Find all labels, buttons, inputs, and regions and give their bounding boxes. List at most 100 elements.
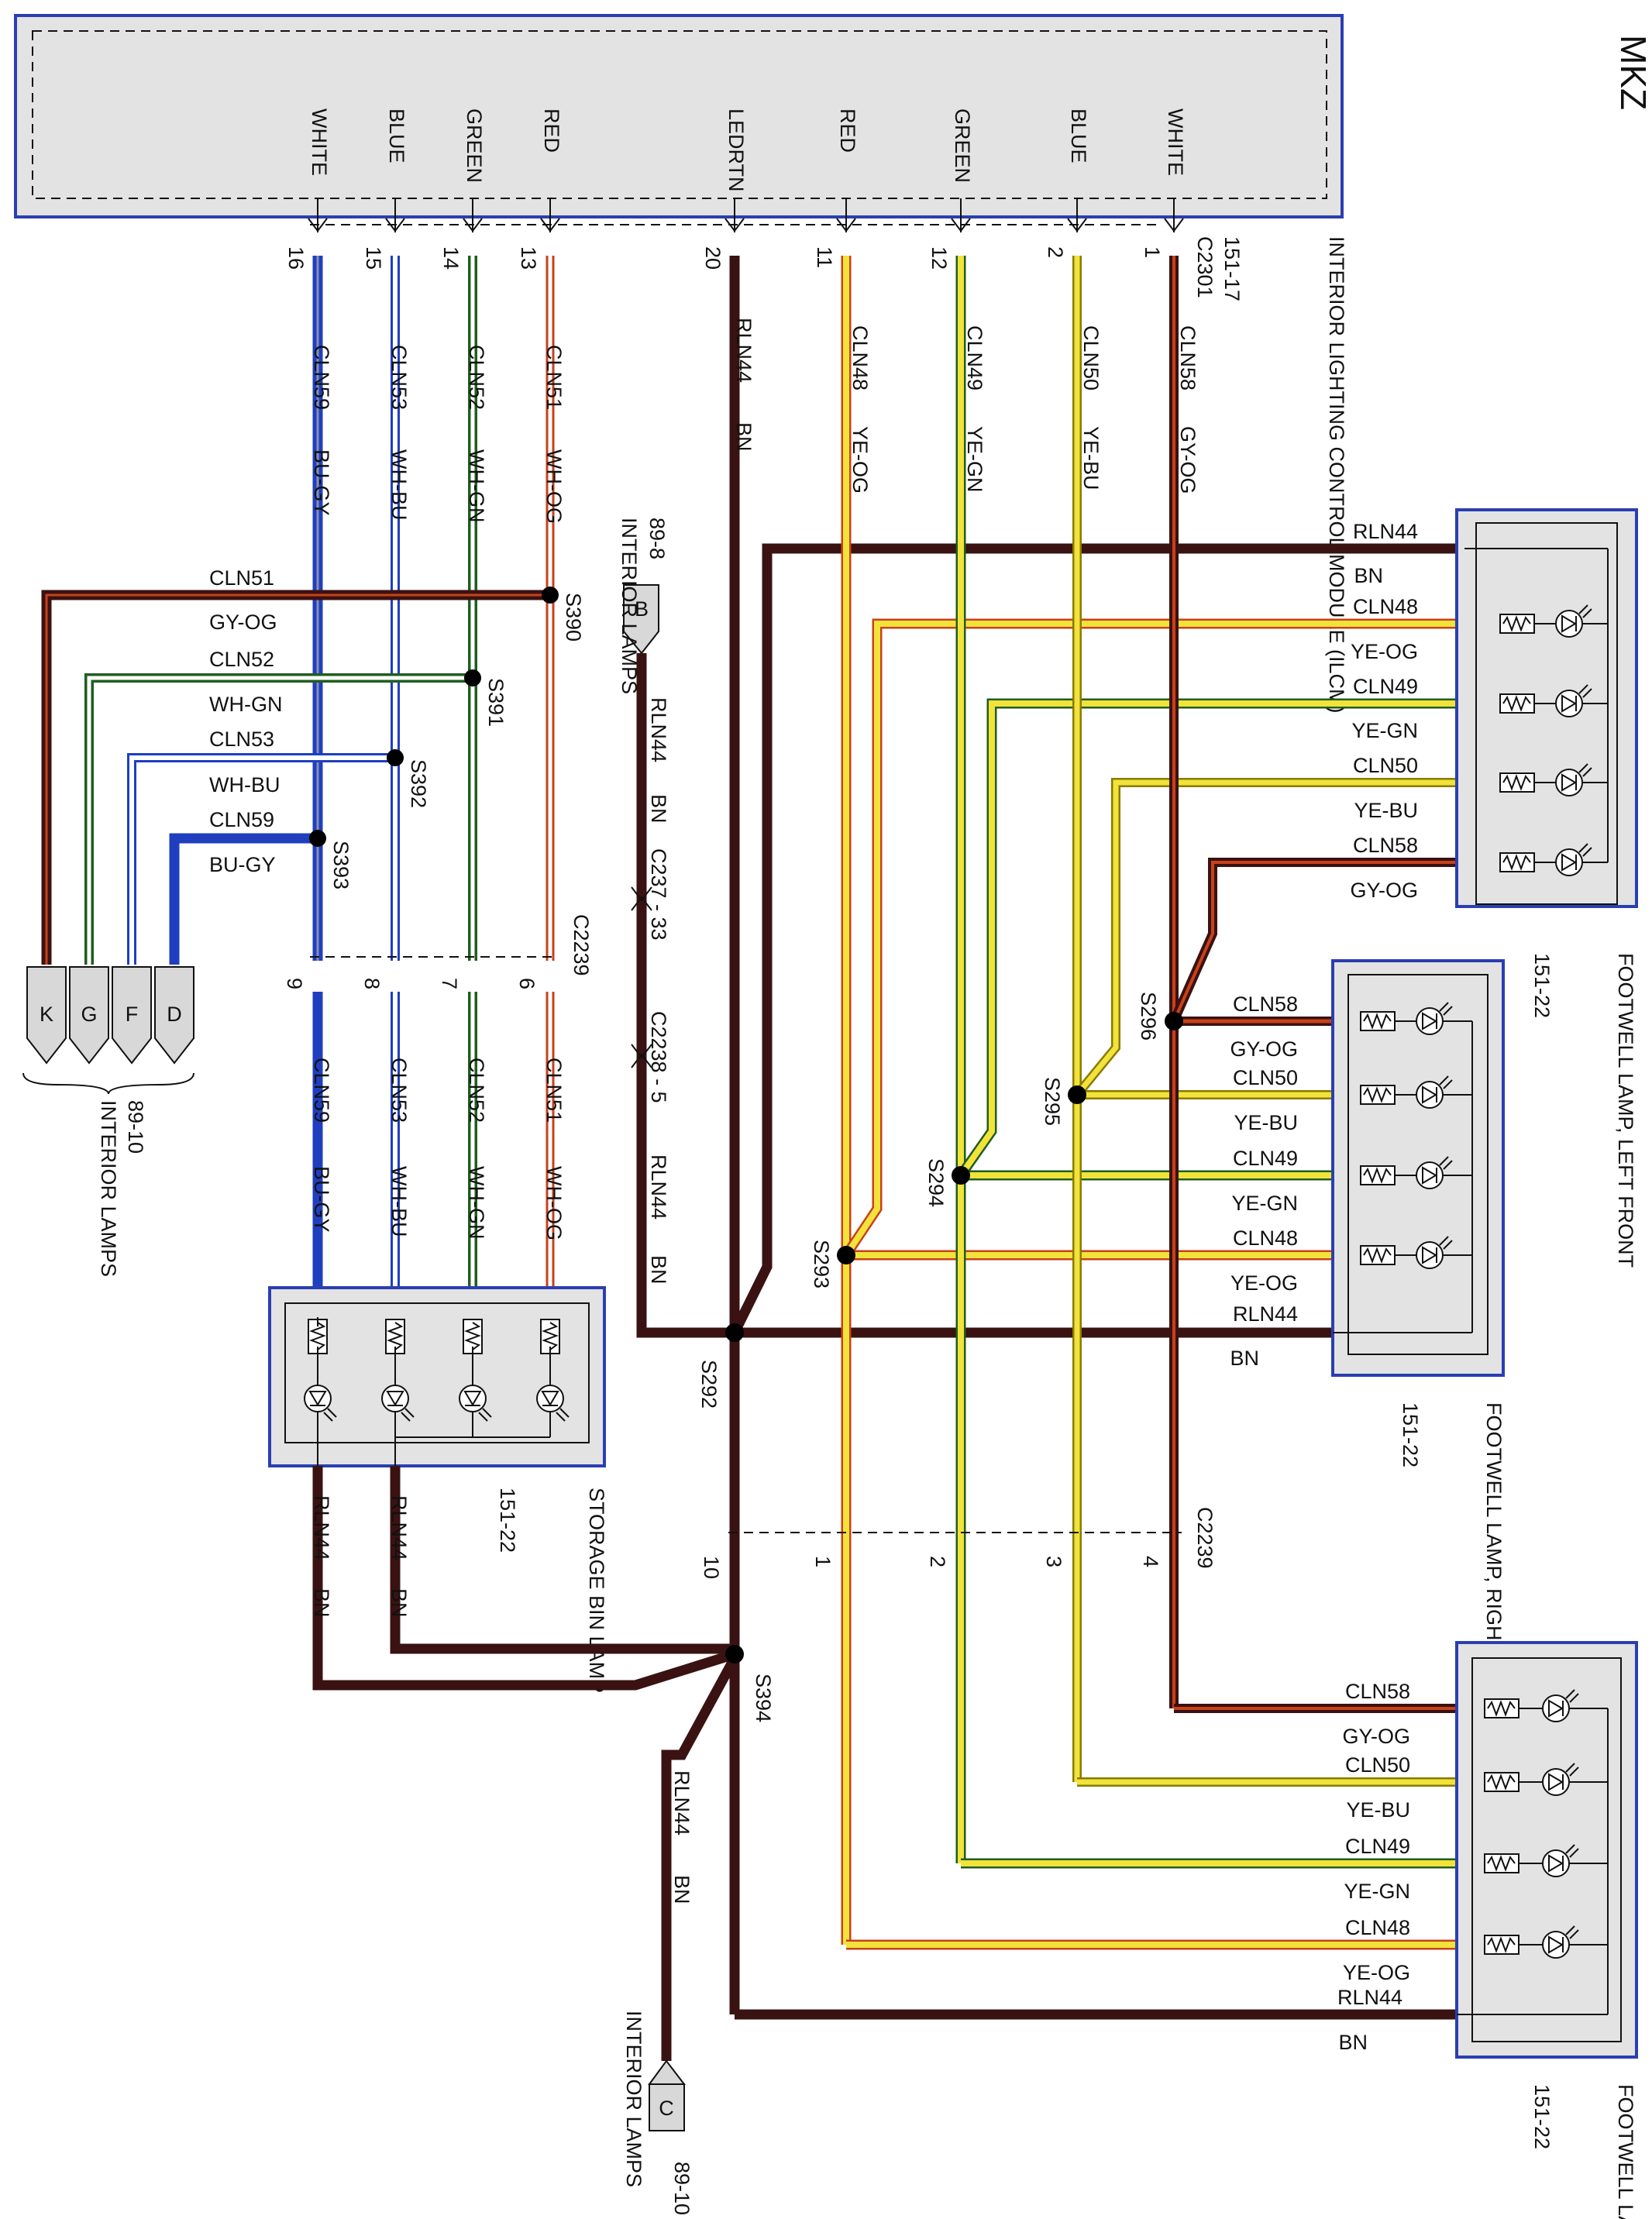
ilcm-pin-number-6: 12 bbox=[928, 246, 951, 270]
rear-wire3-color: YE-GN bbox=[1344, 1880, 1410, 1903]
fr-wire4-color: YE-OG bbox=[1230, 1271, 1298, 1295]
rear-wire4-circuit: CLN48 bbox=[1345, 1916, 1410, 1939]
storage-bin-name: STORAGE BIN LAMP bbox=[585, 1488, 608, 1693]
ilcm-pin-arrow-4 bbox=[724, 218, 745, 232]
ilcm-pin-number-8: 1 bbox=[1141, 246, 1164, 258]
w14-circuit-upper: CLN52 bbox=[465, 345, 488, 410]
footwell-lamp-left-front: RLN44 BN CLN48 YE-OG CLN49 YE-GN CLN50 Y… bbox=[1350, 508, 1638, 1268]
rln44-trunk: RLN44 BN S292 S394 RLN44 BN bbox=[661, 256, 1464, 2061]
footwell-rear-name: FOOTWELL LAMP, REAR bbox=[1614, 2084, 1637, 2219]
w13-circuit-upper: CLN51 bbox=[542, 345, 566, 410]
w16-circuit-lower: CLN59 bbox=[310, 1058, 333, 1123]
label-s392: S392 bbox=[407, 759, 430, 808]
fl-wire2-color: YE-OG bbox=[1351, 640, 1418, 663]
ilcm-pin-label-7: BLUE bbox=[1067, 108, 1090, 163]
w15-color-upper: WH-BU bbox=[387, 449, 411, 520]
c2239-left-label: C2239 bbox=[570, 914, 593, 976]
fl-wire4-circuit: CLN50 bbox=[1353, 754, 1418, 777]
fr-wire2-circuit: CLN50 bbox=[1233, 1066, 1298, 1089]
w14-color-lower: WH-GN bbox=[465, 1166, 488, 1239]
c2238-label: C2238 - 5 bbox=[647, 1011, 670, 1103]
label-s293: S293 bbox=[810, 1240, 833, 1288]
w11-circuit: CLN48 bbox=[848, 325, 872, 390]
w15-color-lower: WH-BU bbox=[387, 1166, 411, 1237]
ilcm-inner-dashed bbox=[32, 30, 1327, 199]
ilcm-pin-arrow-7 bbox=[1067, 218, 1087, 232]
footwell-lamp-rear: CLN58 GY-OG CLN50 YE-BU CLN49 YE-GN CLN4… bbox=[1337, 1641, 1638, 2219]
rear-wire5-circuit: RLN44 bbox=[1337, 1986, 1402, 2009]
rear-wire2-circuit: CLN50 bbox=[1345, 1753, 1410, 1777]
left-splices: S390 S391 S392 S393 bbox=[309, 587, 585, 889]
interior-lamps-left-name: INTERIOR LAMPS bbox=[97, 1100, 120, 1277]
ilcm-pin-number-4: 20 bbox=[701, 246, 724, 270]
branch-cln59-color: BU-GY bbox=[209, 853, 276, 876]
interior-lamps-89-8: B 89-8 INTERIOR LAMPS RLN44 BN C237 - 33… bbox=[618, 518, 735, 1338]
splice-s392 bbox=[387, 749, 404, 766]
right-wire-group: S293 S294 S295 S296 CLN48 YE-OG CLN49 YE… bbox=[810, 256, 1457, 1950]
c-wire-circuit: RLN44 bbox=[670, 1770, 693, 1835]
interior-lamps-c-ref: 89-10 bbox=[670, 2162, 693, 2215]
c2239-right-label: C2239 bbox=[1193, 1507, 1217, 1569]
ilcm-pin-arrow-8 bbox=[1164, 218, 1184, 232]
splice-s294 bbox=[952, 1166, 970, 1185]
sb-ground-2-circuit: RLN44 bbox=[387, 1495, 411, 1560]
left-wire-group bbox=[312, 256, 555, 1302]
splice-s393 bbox=[309, 830, 326, 847]
w2-circuit: CLN50 bbox=[1079, 325, 1103, 390]
storage-bin-box bbox=[268, 1286, 606, 1467]
pin-b-label: B bbox=[635, 597, 649, 621]
interior-lamp-branch-labels: CLN51 GY-OG CLN52 WH-GN CLN53 WH-BU CLN5… bbox=[209, 566, 282, 876]
ilcm-pin-label-2: GREEN bbox=[463, 108, 486, 183]
ilcm-pin-number-1: 15 bbox=[362, 246, 385, 270]
splice-s295 bbox=[1068, 1085, 1086, 1104]
splice-s394 bbox=[725, 1645, 744, 1663]
b-wire-color-lower: BN bbox=[647, 1255, 670, 1285]
ilcm-pin-arrow-0 bbox=[308, 218, 328, 232]
w12-color: YE-GN bbox=[963, 426, 986, 493]
footwell-lamp-right-front: CLN58 GY-OG CLN50 YE-BU CLN49 YE-GN CLN4… bbox=[1230, 959, 1506, 1731]
ilcm-pin-label-6: GREEN bbox=[951, 108, 974, 183]
label-s292: S292 bbox=[697, 1360, 721, 1409]
interior-lamp-branches bbox=[41, 590, 550, 965]
w1-color: GY-OG bbox=[1176, 426, 1199, 494]
label-s390: S390 bbox=[562, 593, 585, 642]
rear-wire2-color: YE-BU bbox=[1346, 1798, 1410, 1822]
w15-circuit-upper: CLN53 bbox=[387, 345, 411, 410]
w11-color: YE-OG bbox=[848, 426, 872, 494]
w20-color: BN bbox=[732, 422, 755, 452]
ilcm-connector-label: C2301 bbox=[1193, 236, 1217, 298]
rear-wire1-color: GY-OG bbox=[1342, 1725, 1410, 1748]
pin-d: D bbox=[154, 966, 194, 1065]
w20-circuit: RLN44 bbox=[732, 318, 755, 383]
fr-wire3-color: YE-GN bbox=[1231, 1192, 1298, 1215]
storage-bin-grounds: RLN44 BN RLN44 BN bbox=[310, 1466, 736, 1691]
branch-cln51-circuit: CLN51 bbox=[209, 566, 274, 590]
ilcm-pin-number-7: 2 bbox=[1044, 246, 1067, 258]
b-wire-color-upper: BN bbox=[647, 794, 670, 824]
fr-wire4-circuit: CLN48 bbox=[1233, 1226, 1298, 1250]
fl-wire1-color: BN bbox=[1354, 564, 1383, 587]
w16-circuit-upper: CLN59 bbox=[310, 345, 333, 410]
label-s394: S394 bbox=[752, 1674, 775, 1722]
fl-wire3-circuit: CLN49 bbox=[1353, 675, 1418, 698]
pin-k-label: K bbox=[40, 1003, 53, 1026]
splice-s292 bbox=[725, 1323, 744, 1342]
footwell-left-box bbox=[1455, 508, 1638, 908]
ilcm-pin-label-1: BLUE bbox=[385, 108, 408, 163]
brace bbox=[22, 1072, 194, 1095]
w13-color-lower: WH-OG bbox=[542, 1166, 566, 1240]
rear-wire5-color: BN bbox=[1338, 2031, 1368, 2054]
ilcm-pin-label-3: RED bbox=[540, 108, 563, 153]
fr-wire2-color: YE-BU bbox=[1234, 1111, 1298, 1134]
footwell-left-ref: 151-22 bbox=[1530, 953, 1554, 1018]
w16-color-lower: BU-GY bbox=[310, 1166, 333, 1233]
w15-circuit-lower: CLN53 bbox=[387, 1058, 411, 1123]
pin-d-label: D bbox=[167, 1003, 182, 1026]
splice-s390 bbox=[542, 587, 559, 604]
ilcm-name: INTERIOR LIGHTING CONTROL MODULE (ILCM) bbox=[1325, 236, 1348, 714]
ilcm-pin-number-0: 16 bbox=[284, 246, 308, 270]
w14-color-upper: WH-GN bbox=[465, 449, 488, 522]
c2239b-pin-4: 4 bbox=[1139, 1556, 1162, 1567]
